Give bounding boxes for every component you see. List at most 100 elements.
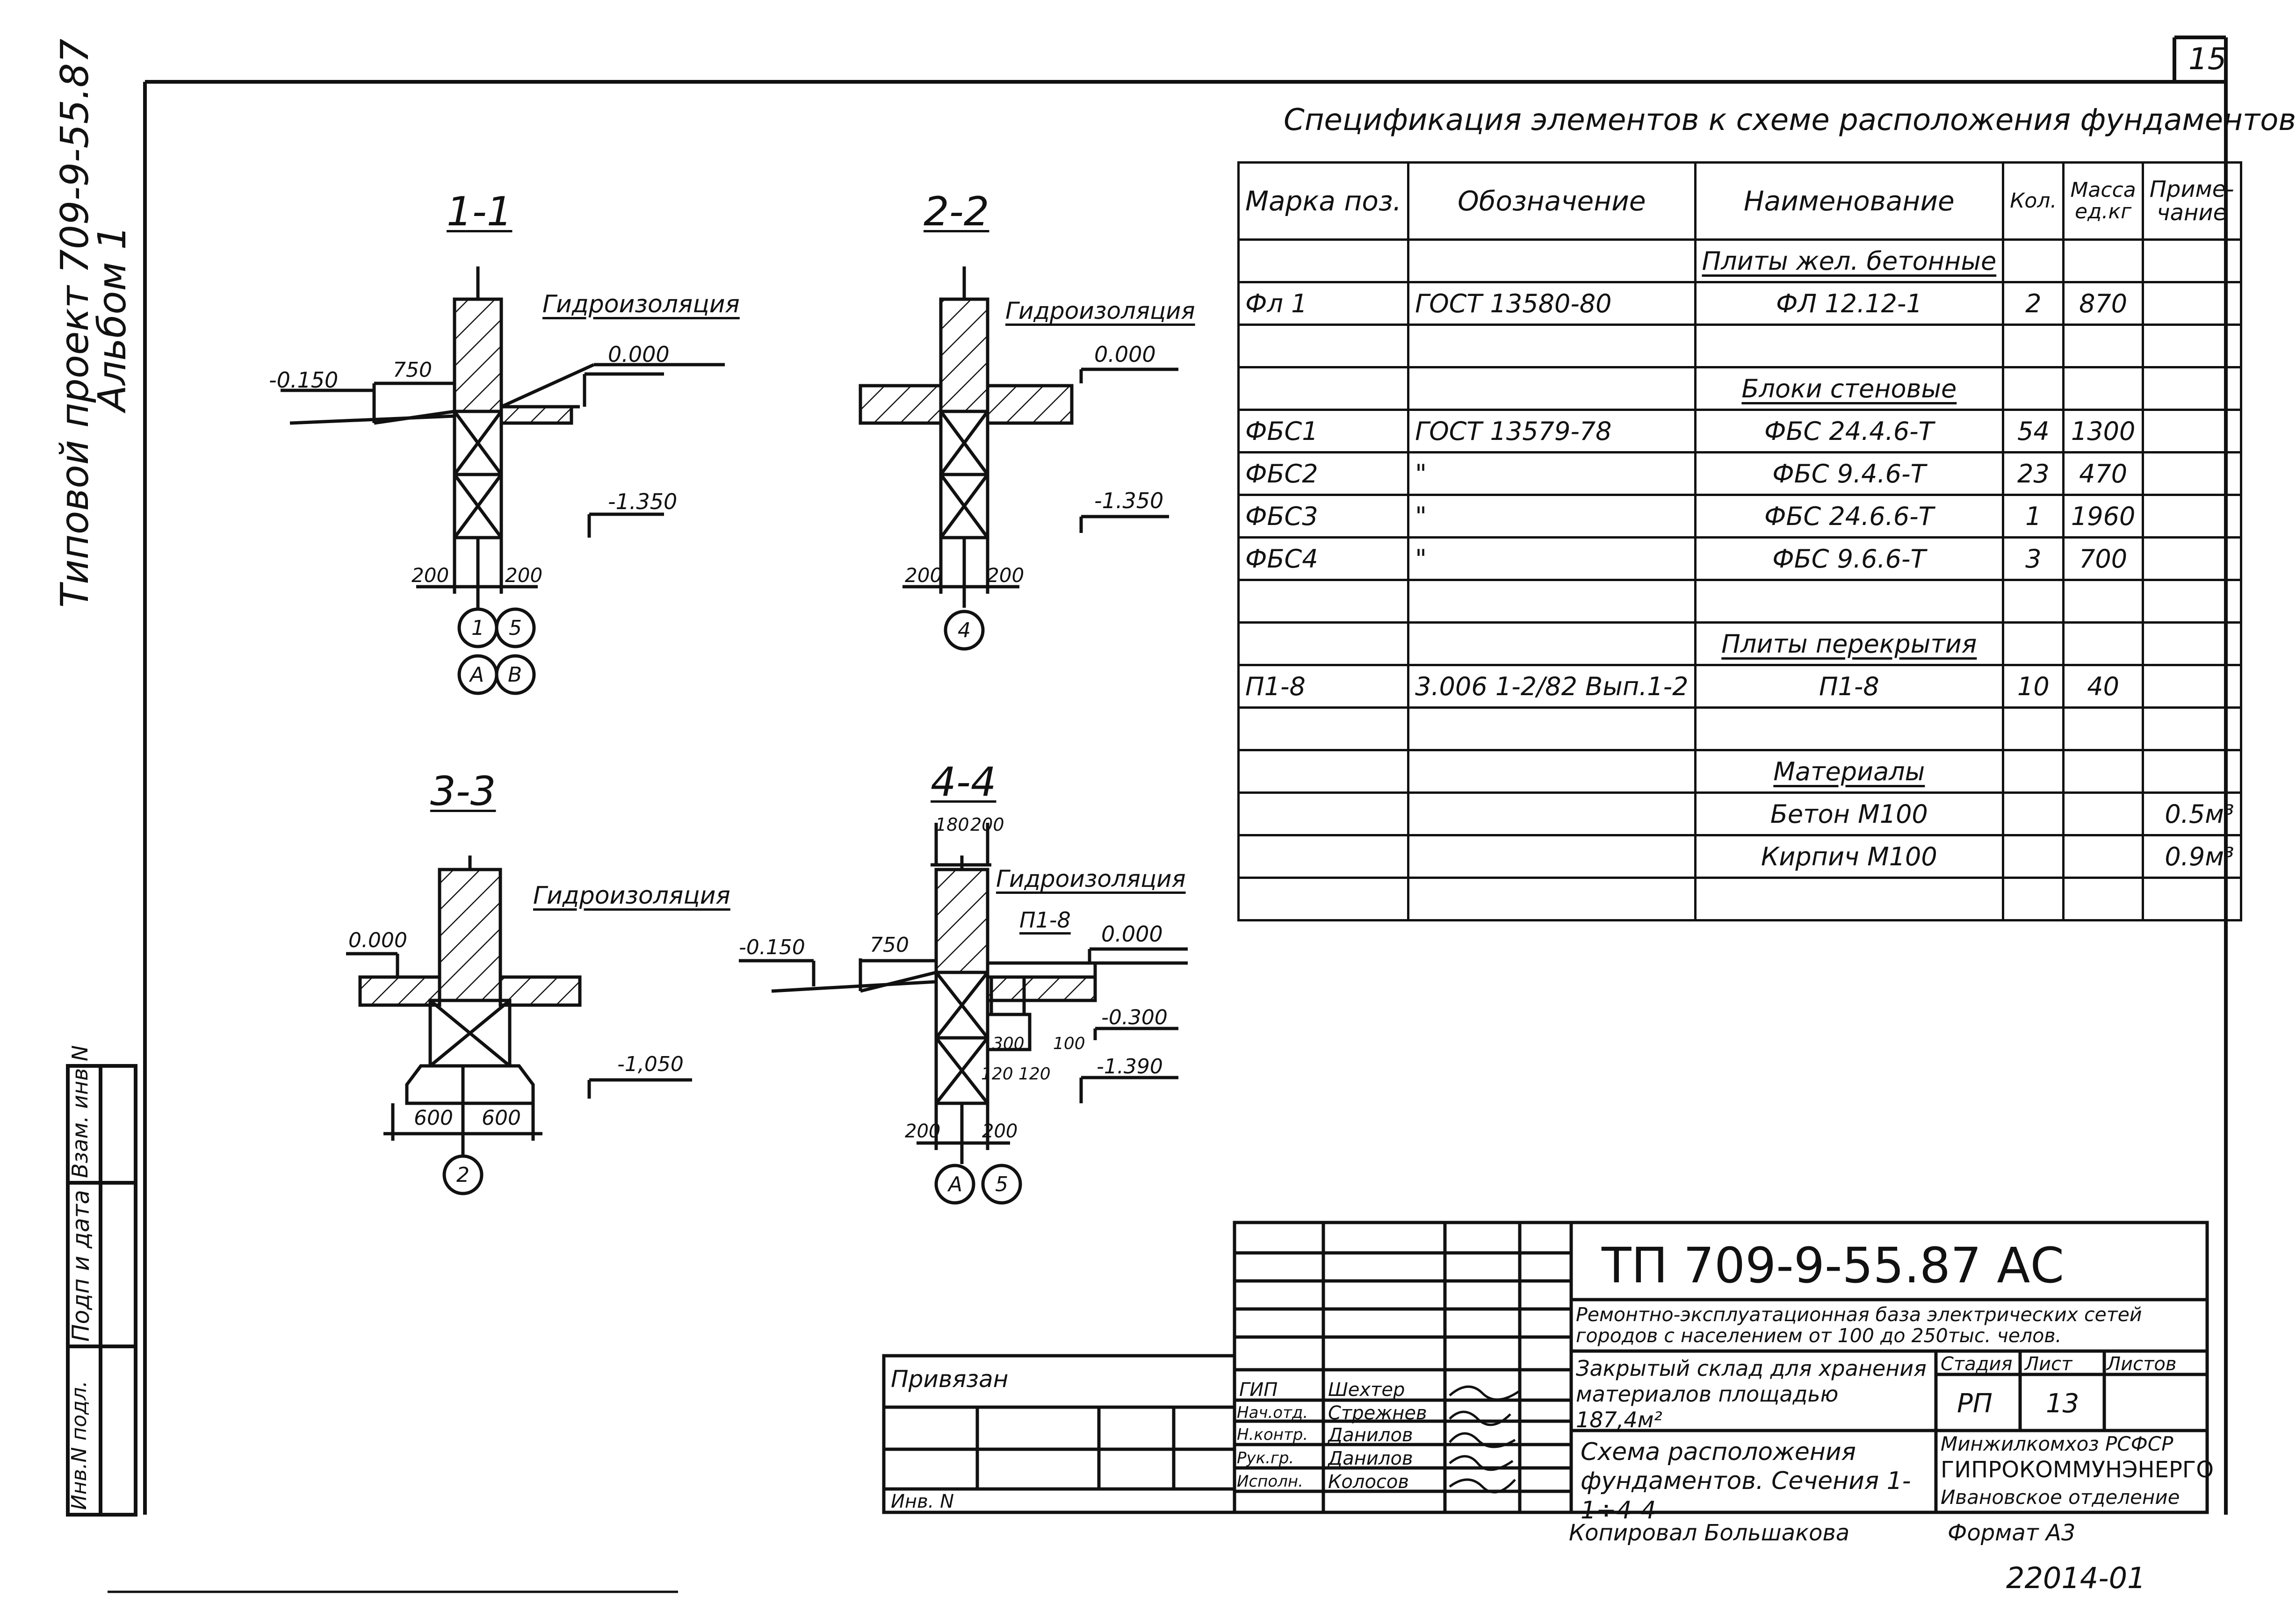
section-4-4-level-b: 0.000	[1101, 921, 1163, 947]
spec-cell-code	[1407, 877, 1697, 921]
spec-table: Марка поз. Обозначение Наименование Кол.…	[1237, 161, 2242, 921]
section-1-1-axis-1: 1	[471, 616, 484, 640]
section-1-1-level-a: -0.150	[269, 367, 339, 393]
spec-cell-code: "	[1407, 494, 1697, 539]
spec-cell-note	[2141, 536, 2242, 581]
section-2-2-level-b: -1.350	[1094, 488, 1164, 513]
section-4-4-dim-180: 180	[935, 814, 969, 835]
org-ministry: Минжилкомхоз РСФСР	[1941, 1432, 2173, 1455]
spec-header-qty: Кол.	[2002, 161, 2065, 241]
spec-cell-name: ФЛ 12.12-1	[1694, 281, 2005, 326]
spec-cell-note	[2141, 281, 2242, 326]
section-1-1-dim-750: 750	[393, 358, 432, 382]
spec-cell-name: ФБС 9.4.6-Т	[1694, 451, 2005, 496]
spec-row: Плиты перекрытия	[1237, 621, 2242, 666]
spec-cell-mark	[1237, 324, 1410, 368]
spec-cell-mark: ФБС2	[1237, 451, 1410, 496]
spec-cell-note: 0.9м³	[2141, 834, 2242, 879]
title-block-grid	[882, 1221, 2209, 1514]
sheets-label: Листов	[2107, 1353, 2177, 1375]
section-2-2-dim-right: 200	[987, 564, 1025, 587]
spec-title: Спецификация элементов к схеме расположе…	[1284, 103, 2296, 137]
spec-cell-qty	[2002, 238, 2065, 283]
stage-label: Стадия	[1941, 1353, 2013, 1375]
section-1-1-axis-b: В	[508, 663, 522, 687]
spec-cell-name: ФБС 9.6.6-Т	[1694, 536, 2005, 581]
section-4-4-dim-120a: 120	[981, 1064, 1013, 1084]
spec-cell-name	[1694, 877, 2005, 921]
spec-cell-code: "	[1407, 451, 1697, 496]
spec-cell-mass	[2062, 238, 2144, 283]
spec-cell-name: Плиты перекрытия	[1694, 621, 2005, 666]
spec-cell-mark	[1237, 877, 1410, 921]
section-1-1-waterproofing: Гидроизоляция	[542, 290, 740, 318]
section-1-1-graphic	[281, 266, 725, 695]
section-2-2-title: 2-2	[924, 188, 989, 235]
spec-cell-mark: П1-8	[1237, 664, 1410, 709]
spec-row: Блоки стеновые	[1237, 366, 2242, 411]
section-4-4-slab-mark: П1-8	[1019, 907, 1071, 933]
section-1-1-dim-left: 200	[412, 564, 449, 587]
spec-cell-mass	[2062, 621, 2144, 666]
section-1-1-axis-a: А	[470, 663, 484, 687]
spec-cell-qty	[2002, 621, 2065, 666]
role-gip: ГИП	[1239, 1379, 1278, 1401]
signature-marks	[1449, 1385, 1521, 1494]
section-4-4-axis-a: А	[948, 1172, 963, 1196]
stamp-sign-date: Подп и дата	[67, 1190, 94, 1342]
spec-cell-qty: 23	[2002, 451, 2065, 496]
spec-cell-mark: ФБС3	[1237, 494, 1410, 539]
section-1-1-axis-5: 5	[509, 616, 522, 640]
section-1-1-title: 1-1	[447, 188, 513, 235]
name-gip: Шехтер	[1328, 1379, 1405, 1401]
spec-cell-code	[1407, 791, 1697, 836]
spec-cell-code: ГОСТ 13579-78	[1407, 409, 1697, 453]
section-4-4-waterproofing: Гидроизоляция	[996, 865, 1186, 892]
section-3-3-waterproofing: Гидроизоляция	[533, 882, 730, 910]
spec-row	[1237, 877, 2242, 921]
section-3-3-title: 3-3	[430, 768, 496, 815]
spec-cell-qty	[2002, 877, 2065, 921]
spec-cell-name: ФБС 24.4.6-Т	[1694, 409, 2005, 453]
sheet-title: Схема расположения фундаментов. Сечения …	[1581, 1438, 1911, 1525]
sheet-corner-number: 15	[2188, 42, 2227, 77]
section-2-2-dim-left: 200	[905, 564, 943, 587]
spec-cell-mass	[2062, 579, 2144, 624]
spec-cell-name: Плиты жел. бетонные	[1694, 238, 2005, 283]
spec-cell-note	[2141, 579, 2242, 624]
spec-cell-qty	[2002, 579, 2065, 624]
role-executor: Исполн.	[1237, 1472, 1303, 1491]
spec-cell-mark	[1237, 366, 1410, 411]
spec-cell-name: Блоки стеновые	[1694, 366, 2005, 411]
spec-header-row: Марка поз. Обозначение Наименование Кол.…	[1237, 161, 2242, 241]
spec-cell-name: Кирпич М100	[1694, 834, 2005, 879]
archive-number: 22014-01	[2006, 1561, 2146, 1595]
building-name: Закрытый склад для хранения материалов п…	[1576, 1356, 1927, 1433]
role-norm-control: Н.контр.	[1237, 1425, 1308, 1444]
section-3-3-dim-right: 600	[482, 1106, 521, 1130]
section-4-4-dim-200: 200	[970, 814, 1004, 835]
section-4-4-dim-120b: 120	[1018, 1064, 1051, 1084]
section-4-4-dim-right: 200	[982, 1121, 1018, 1142]
section-4-4-level-c: -0.300	[1101, 1006, 1168, 1029]
spec-row: Кирпич М100 0.9м³	[1237, 834, 2242, 879]
spec-cell-qty	[2002, 791, 2065, 836]
section-3-3-graphic	[346, 856, 692, 1195]
section-3-3-dim-left: 600	[414, 1106, 453, 1130]
vertical-project-title: Типовой проект 709-9-55.87	[53, 38, 97, 608]
sheet-value: 13	[2046, 1388, 2079, 1419]
spec-cell-note	[2141, 877, 2242, 921]
spec-cell-mark	[1237, 579, 1410, 624]
spec-header-code: Обозначение	[1407, 161, 1697, 241]
spec-cell-name: П1-8	[1694, 664, 2005, 709]
spec-cell-mark: Фл 1	[1237, 281, 1410, 326]
section-2-2-graphic	[859, 266, 1178, 651]
